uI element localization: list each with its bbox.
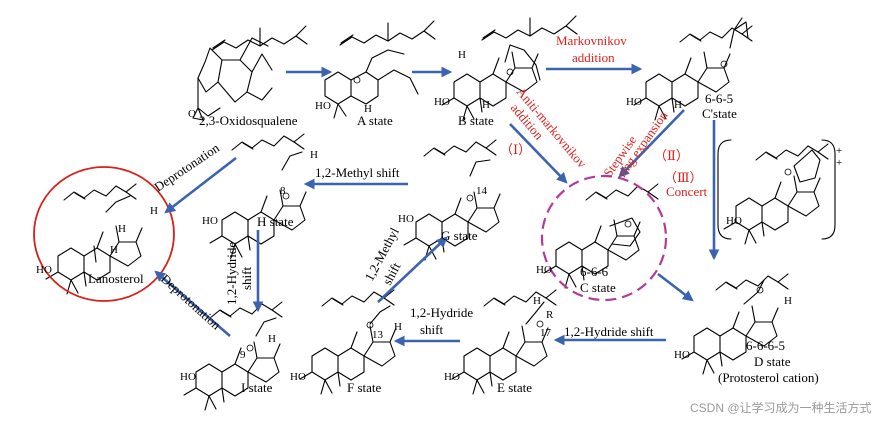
ho-e-state: HO	[444, 371, 460, 383]
a-state-label: A state	[357, 113, 393, 128]
c-prime-state-label: C'state	[702, 106, 737, 121]
arrow-h-to-lanosterol	[164, 156, 237, 214]
h-state-label: H state	[257, 214, 294, 229]
h-lanosterol-top: H	[150, 205, 158, 217]
bracket-charge-upper: +	[836, 145, 842, 157]
deprotonation-bottom-label: Deprotonation	[158, 271, 224, 333]
oxidosqualene-label: 2,3-Oxidosqualene	[199, 113, 298, 128]
arrow-i-to-lanosterol	[154, 270, 231, 337]
hydride-shift-f-label: 1,2-Hydride	[410, 305, 473, 320]
i-state-structure	[183, 301, 283, 411]
b-state-label: B state	[458, 113, 494, 128]
e-state-structure	[451, 289, 557, 395]
oxidosqualene-structure	[192, 25, 308, 121]
e-state-label: E state	[497, 380, 532, 395]
bracketed-intermediate-structure	[717, 139, 836, 245]
f-state-label: F state	[347, 380, 382, 395]
hydride-shift-i-label: 1,2-Hydride	[224, 242, 239, 305]
hydride-shift-e-label: 1,2-Hydride shift	[564, 324, 654, 339]
concert-label: Concert	[666, 184, 708, 199]
arrow-b-to-c	[509, 123, 568, 184]
path-ii-label: （Ⅱ）	[654, 148, 689, 163]
arrow-f-to-g	[377, 236, 448, 303]
c-state-structure	[543, 183, 659, 289]
deprotonation-top-label: Deprotonation	[151, 140, 222, 195]
h-d-state: H	[784, 295, 792, 307]
ho-d-state: HO	[674, 349, 690, 361]
methyl-shift-h-label: 1,2-Methyl shift	[315, 165, 400, 180]
locant-13: 13	[372, 329, 384, 341]
locant-17: 17	[540, 327, 552, 339]
c-prime-state-structure	[633, 17, 753, 121]
atom-labels: HO HO HO HO HO HO HO HO HO HO HO HO H H …	[36, 49, 842, 383]
c-state-label: C state	[580, 280, 616, 295]
i-state-label: I state	[241, 380, 273, 395]
markovnikov-label-line2: addition	[572, 50, 615, 65]
c-ring-label: 6-6-6	[580, 264, 609, 279]
bracket-charge-lower: +	[836, 157, 842, 169]
lanosterol-highlight-circle	[33, 166, 175, 302]
ho-b-state: HO	[434, 96, 450, 108]
h-i-state: H	[268, 333, 276, 345]
c-state-dashed-circle	[540, 174, 668, 302]
h-c-prime-state: H	[674, 99, 682, 111]
d-state-label: D state	[754, 354, 791, 369]
a-state-structure	[324, 20, 436, 119]
h-e-state: H	[533, 295, 541, 307]
lanosterol-label: Lanosterol	[88, 271, 144, 286]
locant-8: 8	[280, 185, 286, 197]
lanosterol-structure	[45, 183, 143, 295]
h-lanosterol-low: H	[110, 244, 118, 256]
h-a-state: H	[364, 103, 372, 115]
r-e-state: R	[546, 309, 554, 321]
arrow-c-prime-to-c	[618, 109, 685, 178]
f-state-structure	[299, 289, 397, 395]
h-b-state-top: H	[458, 49, 466, 61]
locant-14: 14	[476, 185, 488, 197]
pathway-arrows	[154, 63, 720, 347]
ho-bracketed-state: HO	[726, 215, 742, 227]
h-h-state: H	[310, 149, 318, 161]
watermark-text: CSDN @让学习成为一种生活方式	[690, 400, 872, 415]
ho-h-state: HO	[202, 215, 218, 227]
ho-i-state: HO	[180, 371, 196, 383]
hydride-shift-i-label-line2: shift	[239, 267, 254, 291]
h-lanosterol-mid: H	[118, 223, 126, 235]
h-b-state-bottom: H	[482, 99, 490, 111]
ho-a-state: HO	[315, 100, 331, 112]
g-state-label: G state	[441, 228, 478, 243]
path-iii-label: （Ⅲ）	[664, 170, 703, 185]
markovnikov-label: Markovnikov	[556, 33, 627, 48]
c-prime-ring-label: 6-6-5	[705, 91, 733, 106]
h-state-structure	[209, 133, 307, 259]
cation-markers	[246, 60, 792, 352]
h-f-state: H	[394, 321, 402, 333]
locant-9: 9	[240, 349, 246, 361]
arrow-c-to-d	[657, 272, 694, 302]
b-state-structure	[441, 15, 578, 121]
g-state-structure	[403, 139, 501, 261]
hydride-shift-f-label-line2: shift	[420, 322, 444, 337]
epoxide-oxygen-label: O	[188, 108, 196, 120]
ho-lanosterol: HO	[36, 264, 52, 276]
ho-c-prime-state: HO	[626, 96, 642, 108]
path-i-label: （Ⅰ）	[500, 142, 531, 157]
ho-f-state: HO	[290, 371, 306, 383]
ho-c-state: HO	[536, 264, 552, 276]
d-state-sublabel: (Protosterol cation)	[718, 370, 819, 385]
ho-g-state: HO	[398, 213, 414, 225]
d-ring-label: 6-6-6-5	[746, 338, 785, 353]
